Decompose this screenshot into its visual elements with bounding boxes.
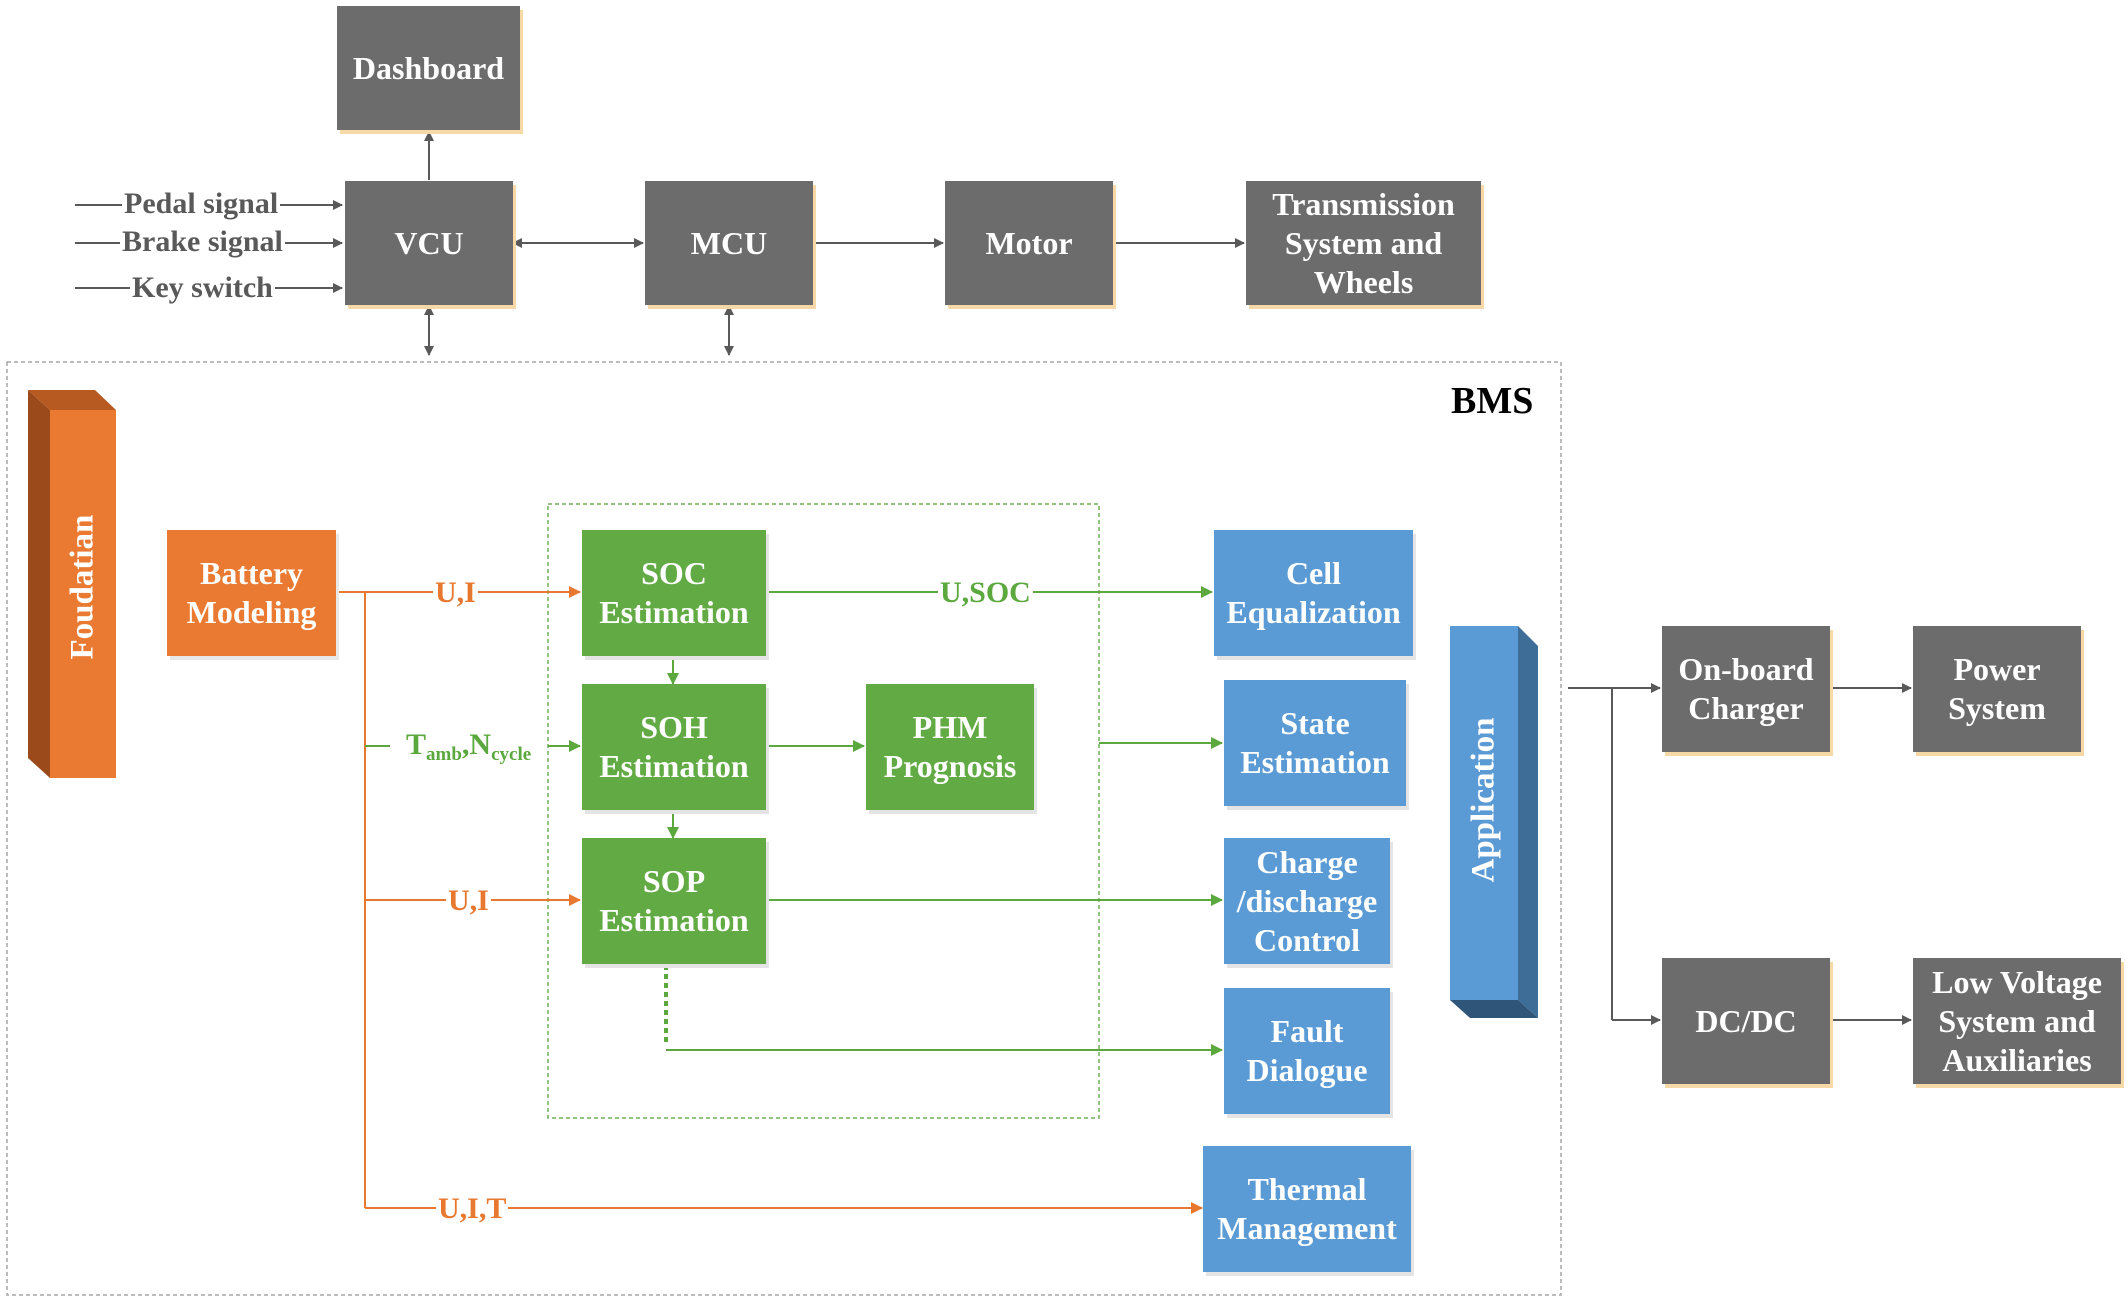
signal-label-ui-top: U,I: [433, 576, 478, 609]
phm-prognosis-box: PHM Prognosis: [866, 684, 1034, 810]
mcu-box: MCU: [645, 181, 813, 305]
bms-title: BMS: [1451, 380, 1534, 422]
dashboard-box: Dashboard: [337, 6, 520, 130]
battery-modeling-box: Battery Modeling: [167, 530, 336, 656]
low-voltage-box: Low Voltage System and Auxiliaries: [1913, 958, 2121, 1084]
dcdc-box: DC/DC: [1662, 958, 1830, 1084]
signal-label-uit: U,I,T: [436, 1192, 509, 1225]
bms-boundary: [6, 361, 1562, 1296]
soh-estimation-box: SOH Estimation: [582, 684, 766, 810]
application-column: [1450, 626, 1538, 1018]
motor-box: Motor: [945, 181, 1113, 305]
soc-estimation-box: SOC Estimation: [582, 530, 766, 656]
signal-label-tamb-ncycle: Tamb,Ncycle: [404, 728, 534, 765]
signal-label-u-soc: U,SOC: [938, 576, 1033, 609]
application-label: Application: [1465, 717, 1502, 883]
onboard-charger-box: On-board Charger: [1662, 626, 1830, 752]
brake-signal-label: Brake signal: [120, 225, 285, 258]
pedal-signal-label: Pedal signal: [122, 187, 281, 220]
thermal-management-box: Thermal Management: [1203, 1146, 1411, 1272]
key-switch-label: Key switch: [130, 271, 275, 304]
fault-dialogue-box: Fault Dialogue: [1224, 988, 1390, 1114]
state-estimation-box: State Estimation: [1224, 680, 1406, 806]
foundation-label: Foudatian: [64, 514, 101, 660]
power-system-box: Power System: [1913, 626, 2081, 752]
sop-estimation-box: SOP Estimation: [582, 838, 766, 964]
estimation-group-boundary: [547, 503, 1100, 1119]
foundation-column: [28, 390, 116, 778]
cell-equalization-box: Cell Equalization: [1214, 530, 1413, 656]
charge-control-box: Charge /discharge Control: [1224, 838, 1390, 964]
vcu-box: VCU: [345, 181, 513, 305]
signal-label-ui-mid: U,I: [446, 884, 491, 917]
transmission-box: Transmission System and Wheels: [1246, 181, 1481, 305]
